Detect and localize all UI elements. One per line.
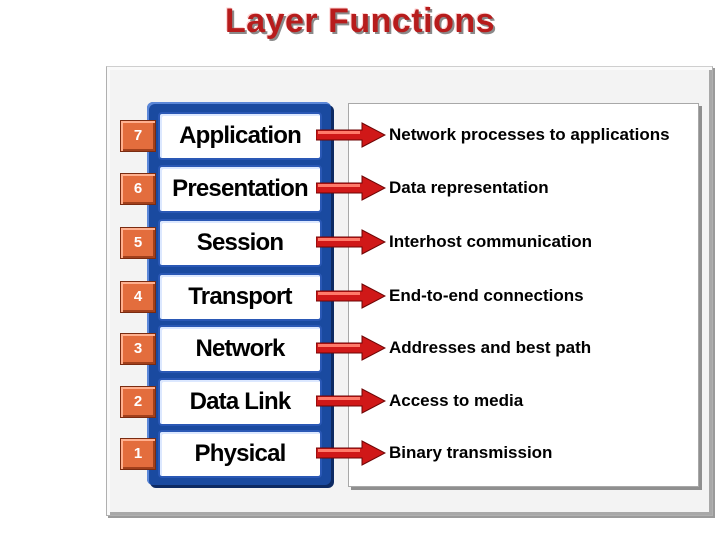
layer-row-4: 4 Transport End-to-end connections — [0, 271, 720, 321]
layer-function-presentation: Data representation — [389, 178, 549, 197]
layer-number-badge: 3 — [120, 333, 156, 365]
layer-row-2: 2 Data Link Access to media — [0, 376, 720, 426]
layer-name-presentation: Presentation — [158, 165, 322, 213]
layer-row-1: 1 Physical Binary transmission — [0, 428, 720, 478]
layer-function-network: Addresses and best path — [389, 338, 592, 357]
layer-row-7: 7 Application Network processes to appli… — [0, 110, 720, 160]
layer-number-badge: 7 — [120, 120, 156, 152]
layer-name-application: Application — [158, 112, 322, 160]
layer-name-session: Session — [158, 219, 322, 267]
right-arrow-icon — [316, 122, 386, 148]
layer-number-badge: 5 — [120, 227, 156, 259]
layer-function-transport: End-to-end connections — [389, 286, 584, 305]
right-arrow-icon — [316, 388, 386, 414]
right-arrow-icon — [316, 283, 386, 309]
layer-function-application: Network processes to applications — [389, 125, 670, 144]
layer-number-badge: 6 — [120, 173, 156, 205]
layer-function-session: Interhost communication — [389, 232, 593, 251]
right-arrow-icon — [316, 175, 386, 201]
right-arrow-icon — [316, 229, 386, 255]
right-arrow-icon — [316, 440, 386, 466]
functions-panel — [348, 103, 699, 487]
layer-name-transport: Transport — [158, 273, 322, 321]
right-arrow-icon — [316, 335, 386, 361]
layer-name-data-link: Data Link — [158, 378, 322, 426]
layer-name-network: Network — [158, 325, 322, 373]
layer-row-3: 3 Network Addresses and best path — [0, 323, 720, 373]
layer-function-data-link: Access to media — [389, 391, 524, 410]
layer-name-physical: Physical — [158, 430, 322, 478]
layer-number-badge: 1 — [120, 438, 156, 470]
layer-function-physical: Binary transmission — [389, 443, 553, 462]
layer-number-badge: 2 — [120, 386, 156, 418]
layer-number-badge: 4 — [120, 281, 156, 313]
page-title: Layer Functions — [224, 2, 496, 40]
layer-row-5: 5 Session Interhost communication — [0, 217, 720, 267]
layer-row-6: 6 Presentation Data representation — [0, 163, 720, 213]
